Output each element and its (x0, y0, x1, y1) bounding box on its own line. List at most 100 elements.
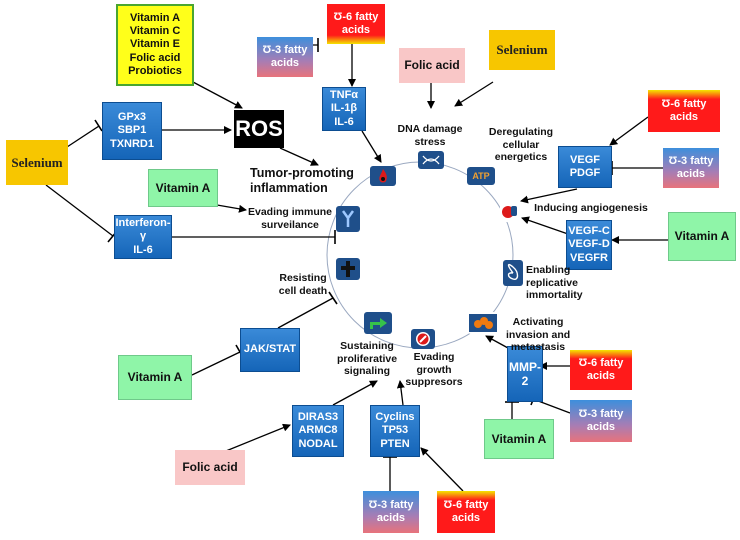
omega3-vegf-line2: acids (676, 168, 706, 180)
ros-box: ROS (234, 110, 284, 148)
label-cell-death-line2: cell death (278, 284, 328, 297)
dagger-glyph (341, 261, 355, 277)
omega3-cyclins-line2: acids (376, 512, 406, 524)
arrow-ros-inflammation (279, 147, 319, 166)
label-immune-line1: Evading immune (247, 206, 332, 218)
omega6-tnf-line2: acids (341, 24, 371, 36)
folic-acid-top-label: Folic acid (404, 58, 460, 73)
gene-vegfr: VEGFR (570, 251, 608, 264)
arrow-o6-vegf (609, 116, 649, 146)
label-energetics-line2: cellular (502, 138, 540, 151)
omega6-vegf-line1: Ʊ-6 fatty (661, 97, 707, 110)
label-invasion: Activating invasion and metastasis (506, 316, 570, 354)
omega3-tnf-box: Ʊ-3 fatty acids (257, 37, 313, 77)
label-dna-damage: DNA damage stress (392, 123, 468, 148)
cell-cluster-icon (468, 312, 498, 334)
arrow-mmp-invasion (485, 335, 509, 349)
omega6-cyclins-line1: Ʊ-6 fatty (443, 498, 489, 511)
label-energetics: Deregulating cellular energetics (476, 126, 566, 164)
arrow-vitlist-ros (192, 81, 243, 109)
omega3-tnf-line1: Ʊ-3 fatty (262, 43, 308, 56)
gene-cyclins: Cyclins (375, 411, 415, 424)
fire-icon (370, 166, 396, 186)
label-cell-death: Resisting cell death (276, 272, 330, 297)
label-proliferative-line1: Sustaining (340, 340, 394, 352)
dagger-icon (336, 258, 360, 280)
label-angiogenesis: Inducing angiogenesis (528, 202, 654, 215)
arrow-selenium-dna (454, 81, 494, 107)
gene-armc8: ARMC8 (298, 424, 338, 437)
vitamin-a-jak-box: Vitamin A (118, 355, 192, 400)
infinity-glyph (507, 263, 519, 280)
vitamin-a-immune-box: Vitamin A (148, 169, 218, 207)
fire-glyph (379, 169, 387, 183)
gene-vegfc: VEGF-C (568, 225, 610, 238)
label-immortality-line1: Enabling (526, 264, 571, 276)
jak-stat-box: JAK/STAT (240, 328, 300, 372)
omega6-vegf-line2: acids (669, 111, 699, 123)
inhibit-jak-celldeath-bar (328, 291, 338, 305)
omega6-cyclins-line2: acids (451, 512, 481, 524)
vitamin-a-mmp-label: Vitamin A (491, 431, 547, 446)
omega3-mmp-line2: acids (586, 421, 616, 433)
label-growth-suppressors: Evading growth suppresors (404, 351, 464, 389)
arrow-o6-cyclins (420, 447, 464, 492)
inhibit-selenium-gpx (66, 125, 100, 148)
gene-tp53: TP53 (381, 424, 409, 437)
label-growth-line2: growth (416, 363, 452, 376)
folic-acid-top-box: Folic acid (399, 48, 465, 83)
vitamin-list-item: Vitamin E (130, 38, 180, 51)
omega3-cyclins-box: Ʊ-3 fatty acids (363, 491, 419, 533)
label-immortality-line2: replicative (526, 276, 578, 289)
inhibit-selenium-interferon (45, 184, 114, 237)
gene-il1b: IL-1β (330, 102, 358, 115)
label-inflammation: Tumor-promoting inflammation (250, 166, 360, 196)
cell-cluster-glyph (469, 314, 497, 332)
selenium-top-box: Selenium (489, 30, 555, 70)
arrow-tnf-inflammation (361, 130, 382, 163)
gene-gpx3: GPx3 (117, 111, 147, 124)
antibody-icon (336, 206, 360, 232)
label-immune: Evading immune surveilance (246, 206, 334, 231)
inhibit-vitA-jak (191, 351, 241, 376)
arrow-folic-diras (220, 423, 291, 454)
no-entry-glyph (416, 332, 430, 346)
infinity-icon (503, 260, 523, 286)
vitamin-list-item: Folic acid (129, 51, 181, 64)
label-cell-death-line1: Resisting (279, 272, 327, 284)
vitamin-a-angio-label: Vitamin A (674, 229, 730, 244)
label-proliferative: Sustaining proliferative signaling (328, 340, 406, 378)
arrow-icon (364, 312, 392, 334)
cyclins-box: Cyclins TP53 PTEN (370, 405, 420, 457)
vitamin-list-item: Vitamin C (129, 25, 181, 38)
omega3-mmp-box: Ʊ-3 fatty acids (570, 400, 632, 442)
gene-pten: PTEN (380, 437, 410, 450)
arrow-diras-proliferative (332, 380, 378, 406)
omega3-cyclins-line1: Ʊ-3 fatty (368, 498, 414, 511)
arrow-vegfc-angio (521, 216, 569, 235)
gene-il6-interferon: IL-6 (133, 243, 153, 256)
omega6-vegf-box: Ʊ-6 fatty acids (648, 90, 720, 132)
vitamin-a-angio-box: Vitamin A (668, 212, 736, 261)
label-growth-line1: Evading (413, 351, 455, 363)
ros-label: ROS (235, 115, 283, 141)
label-immune-line2: surveilance (261, 218, 319, 231)
inhibit-selenium-gpx-bar (94, 119, 103, 132)
label-growth-line3: suppresors (405, 376, 463, 389)
gene-interferon-gamma: Interferon-γ (115, 217, 171, 243)
omega3-tnf-line2: acids (270, 57, 300, 69)
gpx-box: GPx3 SBP1 TXNRD1 (102, 102, 162, 160)
label-dna-line1: DNA damage (397, 123, 463, 135)
omega6-tnf-line1: Ʊ-6 fatty (333, 10, 379, 23)
gene-pdgf: PDGF (569, 167, 601, 179)
arrow-vitA-immune (216, 204, 247, 213)
folic-acid-bottom-box: Folic acid (175, 450, 245, 485)
dna-icon (418, 151, 444, 169)
vitamin-list-box: Vitamin A Vitamin C Vitamin E Folic acid… (116, 4, 194, 86)
arrow-cyclins-proliferative (396, 380, 405, 406)
omega6-mmp-line2: acids (586, 370, 616, 382)
selenium-top-label: Selenium (496, 42, 548, 58)
arrow-vegf-angio (520, 188, 578, 204)
gene-vegfd: VEGF-D (568, 238, 610, 251)
